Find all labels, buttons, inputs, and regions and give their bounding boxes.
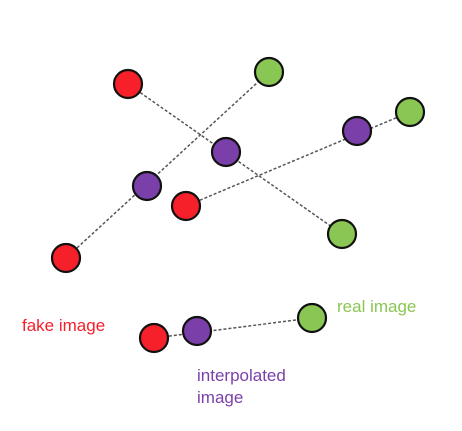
pair-3-link [185, 111, 411, 207]
legend-interpolated-node [181, 315, 213, 347]
pair-2-real-node [326, 218, 358, 250]
pair-3-real-node [394, 96, 426, 128]
interpolated-label-line-2: image [197, 388, 244, 407]
legend-real-node [296, 302, 328, 334]
pair-1-fake-node [50, 242, 82, 274]
pair-2-interpolated-node [210, 136, 242, 168]
fake-image-label: fake image [22, 316, 106, 335]
real-image-label: real image [337, 297, 417, 316]
legend-fake-node [138, 322, 170, 354]
interpolated-image-label: interpolated image [197, 365, 286, 409]
pair-2-fake-node [112, 68, 144, 100]
pair-1-link [65, 71, 270, 259]
legend-link [153, 317, 313, 339]
interpolated-label-line-1: interpolated [197, 366, 286, 385]
pair-1-real-node [253, 56, 285, 88]
pair-3-interpolated-node [341, 115, 373, 147]
pair-3-fake-node [170, 190, 202, 222]
pair-1-interpolated-node [131, 170, 163, 202]
